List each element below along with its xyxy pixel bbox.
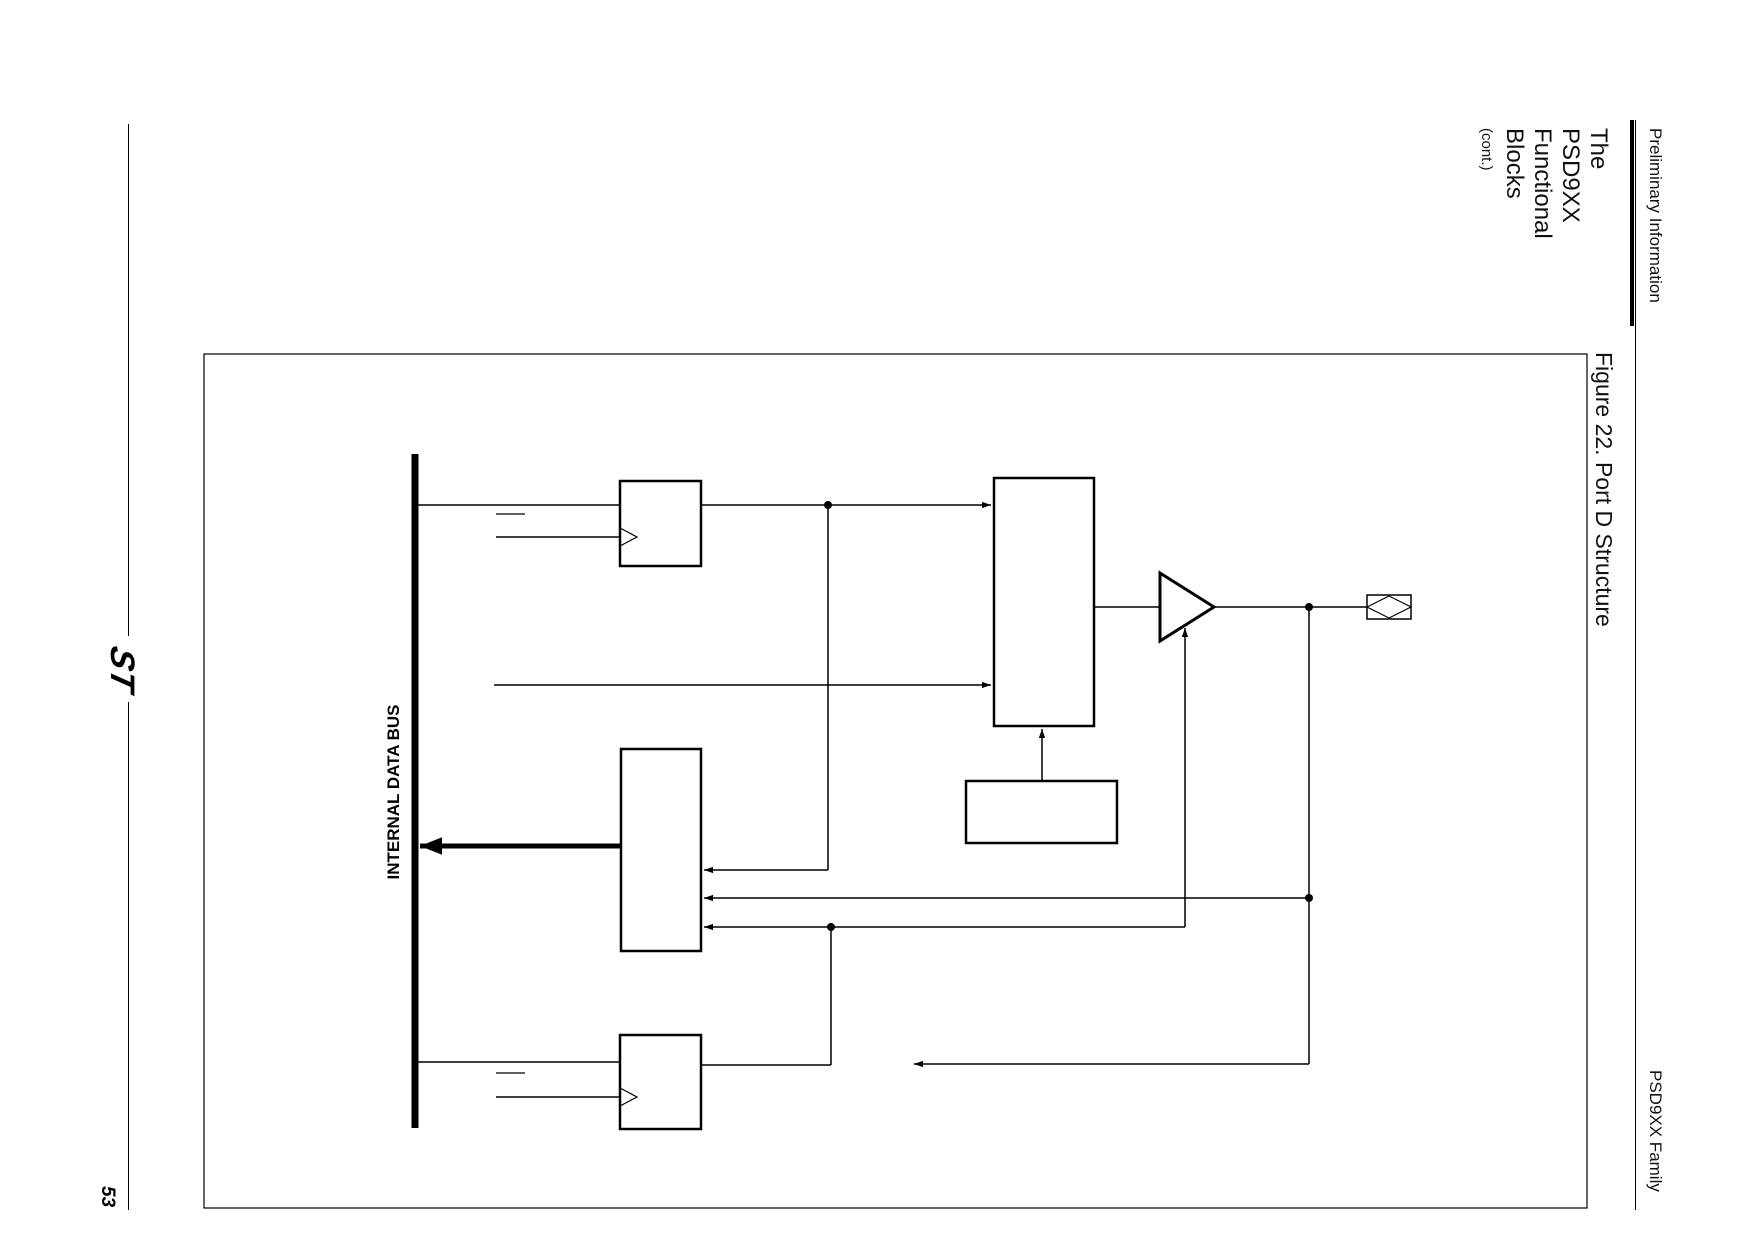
bottom-register bbox=[618, 1033, 703, 1131]
top-register-clock bbox=[619, 527, 639, 547]
internal-data-bus-label: INTERNAL DATA BUS bbox=[384, 704, 403, 879]
st-logo: ST bbox=[96, 636, 148, 702]
pin-pad bbox=[1366, 594, 1412, 620]
pin-pad-diamond bbox=[1365, 595, 1413, 619]
bottom-register-clock bbox=[619, 1087, 639, 1107]
top-register bbox=[618, 479, 703, 568]
control-register bbox=[964, 779, 1119, 845]
output-buffer bbox=[1158, 570, 1217, 644]
junction-dot bbox=[1305, 894, 1313, 902]
header-rule bbox=[1635, 120, 1636, 1210]
figure-frame bbox=[203, 353, 1588, 1209]
input-block bbox=[619, 747, 703, 953]
header-rule-accent bbox=[1630, 120, 1634, 326]
mux-block bbox=[992, 476, 1096, 728]
